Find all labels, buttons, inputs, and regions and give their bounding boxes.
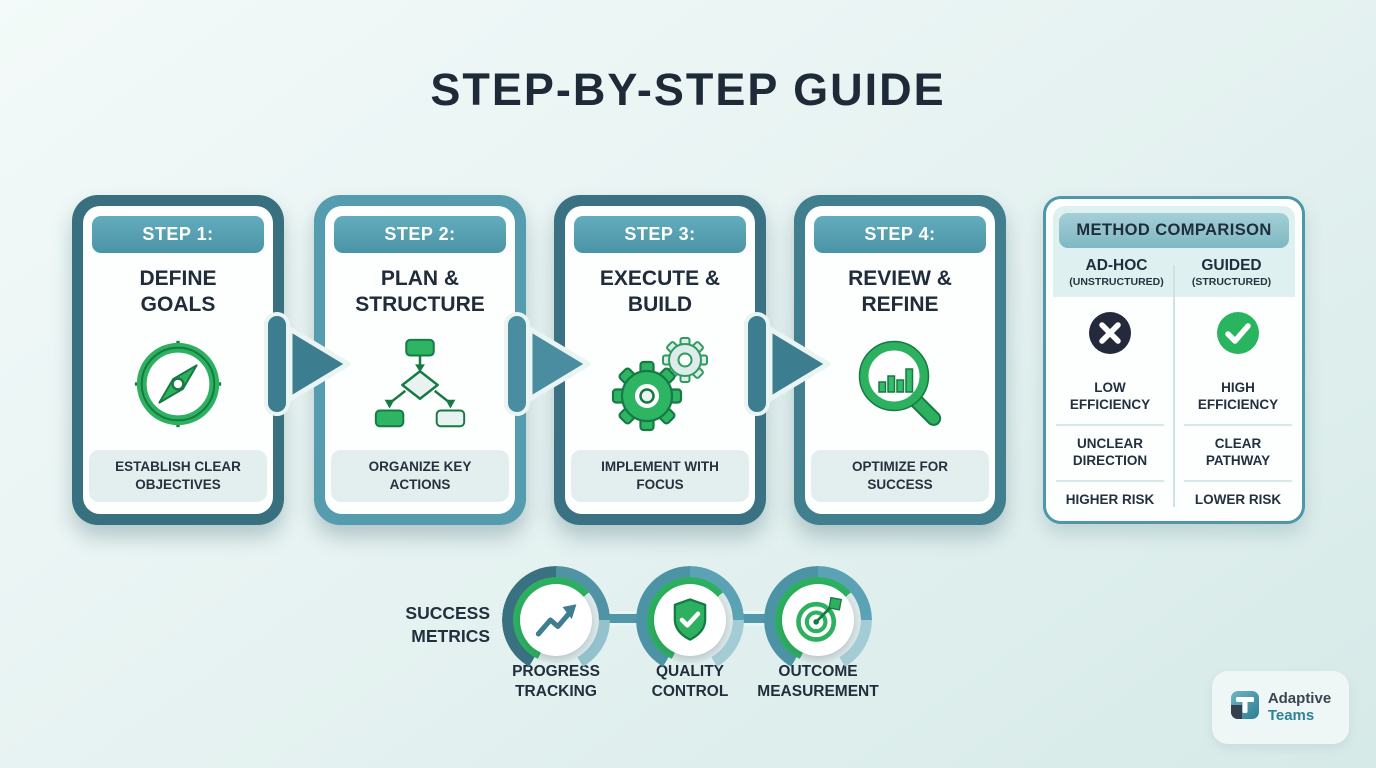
guided-row-1: HIGH EFFICIENCY (1197, 380, 1279, 412)
comparison-header-area: METHOD COMPARISON AD-HOC (UNSTRUCTURED) … (1053, 206, 1295, 297)
shield-check-icon (654, 584, 726, 656)
step-4-title: REVIEW & REFINE (848, 267, 952, 317)
guided-column: HIGH EFFICIENCY CLEAR PATHWAY LOWER RISK (1174, 297, 1302, 518)
adhoc-row-2: UNCLEAR DIRECTION (1056, 423, 1164, 480)
adhoc-row-1: LOW EFFICIENCY (1069, 380, 1151, 412)
guided-row-3: LOWER RISK (1184, 479, 1292, 519)
column-header-guided: GUIDED (STRUCTURED) (1191, 257, 1272, 288)
step-3-caption: IMPLEMENT WITH FOCUS (571, 450, 749, 502)
step-card-3-body: STEP 3: EXECUTE & BUILD (565, 206, 755, 514)
step-4-caption: OPTIMIZE FOR SUCCESS (811, 450, 989, 502)
step-card-4-body: STEP 4: REVIEW & REFINE OPTIMIZE FOR SUC… (805, 206, 995, 514)
step-2-caption: ORGANIZE KEY ACTIONS (331, 450, 509, 502)
magnifier-chart-icon (850, 319, 950, 451)
flowchart-icon (366, 319, 474, 451)
arrow-right-icon (258, 312, 358, 416)
adhoc-column: LOW EFFICIENCY UNCLEAR DIRECTION HIGHER … (1046, 297, 1174, 518)
brand-logo-card: Adaptive Teams (1212, 671, 1349, 744)
page-title: STEP-BY-STEP GUIDE (430, 64, 946, 115)
check-circle-icon (1215, 297, 1261, 370)
trend-up-icon (520, 584, 592, 656)
step-1-caption: ESTABLISH CLEAR OBJECTIVES (89, 450, 267, 502)
adaptive-teams-logo-icon (1230, 690, 1260, 725)
brand-logo-text: Adaptive Teams (1267, 690, 1332, 724)
comparison-body: LOW EFFICIENCY UNCLEAR DIRECTION HIGHER … (1046, 297, 1302, 518)
step-card-2: STEP 2: PLAN & STRUCTURE ORGANIZE KEY AC… (314, 195, 526, 525)
metric-progress-tracking (502, 566, 610, 674)
arrow-right-icon (498, 312, 598, 416)
step-2-badge: STEP 2: (334, 216, 506, 253)
step-3-title: EXECUTE & BUILD (599, 267, 721, 317)
target-icon (782, 584, 854, 656)
adhoc-row-3: HIGHER RISK (1056, 479, 1164, 519)
comparison-title: METHOD COMPARISON (1059, 213, 1289, 248)
step-card-3: STEP 3: EXECUTE & BUILD (554, 195, 766, 525)
brand-name-bottom: Teams (1267, 706, 1315, 724)
compass-icon (129, 319, 227, 451)
step-card-4: STEP 4: REVIEW & REFINE OPTIMIZE FOR SUC… (794, 195, 1006, 525)
comparison-column-headers: AD-HOC (UNSTRUCTURED) GUIDED (STRUCTURED… (1059, 257, 1289, 288)
step-1-title: DEFINE GOALS (139, 267, 217, 317)
step-card-2-body: STEP 2: PLAN & STRUCTURE ORGANIZE KEY AC… (325, 206, 515, 514)
step-3-badge: STEP 3: (574, 216, 746, 253)
method-comparison-panel: METHOD COMPARISON AD-HOC (UNSTRUCTURED) … (1043, 196, 1305, 524)
step-2-title: PLAN & STRUCTURE (355, 267, 485, 317)
step-card-1-body: STEP 1: DEFINE GOALS ESTABLISH CLEAR OBJ… (83, 206, 273, 514)
success-metrics-label: SUCCESS METRICS (405, 603, 490, 646)
metric-quality-control (636, 566, 744, 674)
brand-name-top: Adaptive (1267, 690, 1332, 708)
guided-row-2: CLEAR PATHWAY (1184, 423, 1292, 480)
x-circle-icon (1087, 297, 1133, 370)
step-card-1: STEP 1: DEFINE GOALS ESTABLISH CLEAR OBJ… (72, 195, 284, 525)
arrow-right-icon (738, 312, 838, 416)
gears-icon (605, 319, 715, 451)
step-4-badge: STEP 4: (814, 216, 986, 253)
column-divider (1173, 265, 1175, 507)
metric-outcome-measurement (764, 566, 872, 674)
column-header-adhoc: AD-HOC (UNSTRUCTURED) (1069, 257, 1164, 288)
step-1-badge: STEP 1: (92, 216, 264, 253)
